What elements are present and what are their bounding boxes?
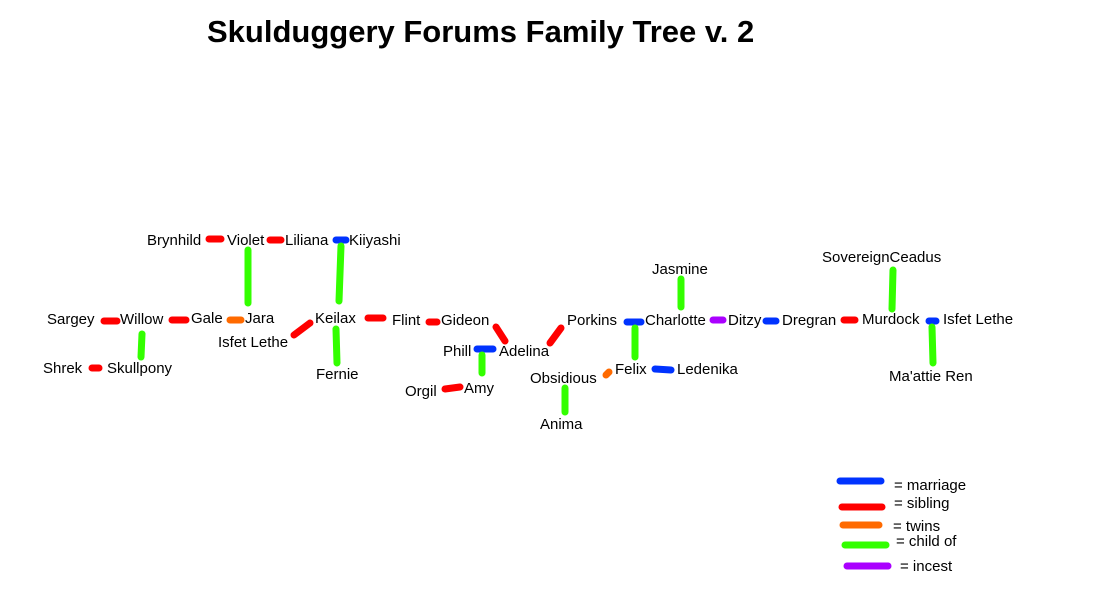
person-node-willow: Willow [120,311,164,328]
person-node-dregran: Dregran [782,312,837,329]
person-node-fernie: Fernie [316,366,359,383]
person-node-porkins: Porkins [567,312,618,329]
child-of-link [332,325,341,367]
person-node-phill: Phill [443,343,472,360]
person-node-anima: Anima [540,416,583,433]
person-node-sargey: Sargey [47,311,95,328]
person-node-obsidious: Obsidious [530,370,597,387]
person-node-kiiyashi: Kiiyashi [349,232,401,249]
person-node-flint: Flint [392,312,421,329]
person-node-jara: Jara [245,310,275,327]
child-of-link [335,242,345,305]
legend-label-child-of: = child of [896,533,957,550]
person-node-murdock: Murdock [862,311,920,328]
person-node-isfet-lethe-1: Isfet Lethe [218,334,289,351]
page-title: Skulduggery Forums Family Tree v. 2 [207,14,755,49]
person-node-ledenika: Ledenika [677,361,738,378]
person-node-isfet-lethe-2: Isfet Lethe [943,311,1014,328]
legend-label-sibling: = sibling [894,495,950,512]
legend-label-incest: = incest [900,558,953,575]
person-node-felix: Felix [615,361,647,378]
child-of-link [137,330,146,361]
sibling-link [441,383,464,393]
child-of-link [928,323,937,367]
twins-link [602,368,613,379]
person-node-brynhild: Brynhild [147,232,202,249]
legend-label-marriage: = marriage [894,477,967,494]
person-node-skullpony: Skullpony [107,360,173,377]
person-node-maattie-ren: Ma'attie Ren [889,368,973,385]
person-node-liliana: Liliana [285,232,329,249]
person-node-keilax: Keilax [315,310,356,327]
person-node-violet: Violet [227,232,265,249]
legend-label-twins: = twins [893,518,941,535]
person-node-jasmine: Jasmine [652,261,708,278]
marriage-link [651,365,675,374]
sibling-link [492,323,509,345]
person-node-amy: Amy [464,380,494,397]
sibling-link [546,324,565,347]
person-node-sovereignceadus: SovereignCeadus [822,249,942,266]
person-node-shrek: Shrek [43,360,83,377]
person-node-gale: Gale [191,310,223,327]
person-node-charlotte: Charlotte [645,312,706,329]
person-node-gideon: Gideon [441,312,490,329]
person-node-adelina: Adelina [499,343,550,360]
person-node-ditzy: Ditzy [728,312,762,329]
sibling-link [290,319,314,339]
child-of-link [888,266,897,313]
person-node-orgil: Orgil [405,383,437,400]
